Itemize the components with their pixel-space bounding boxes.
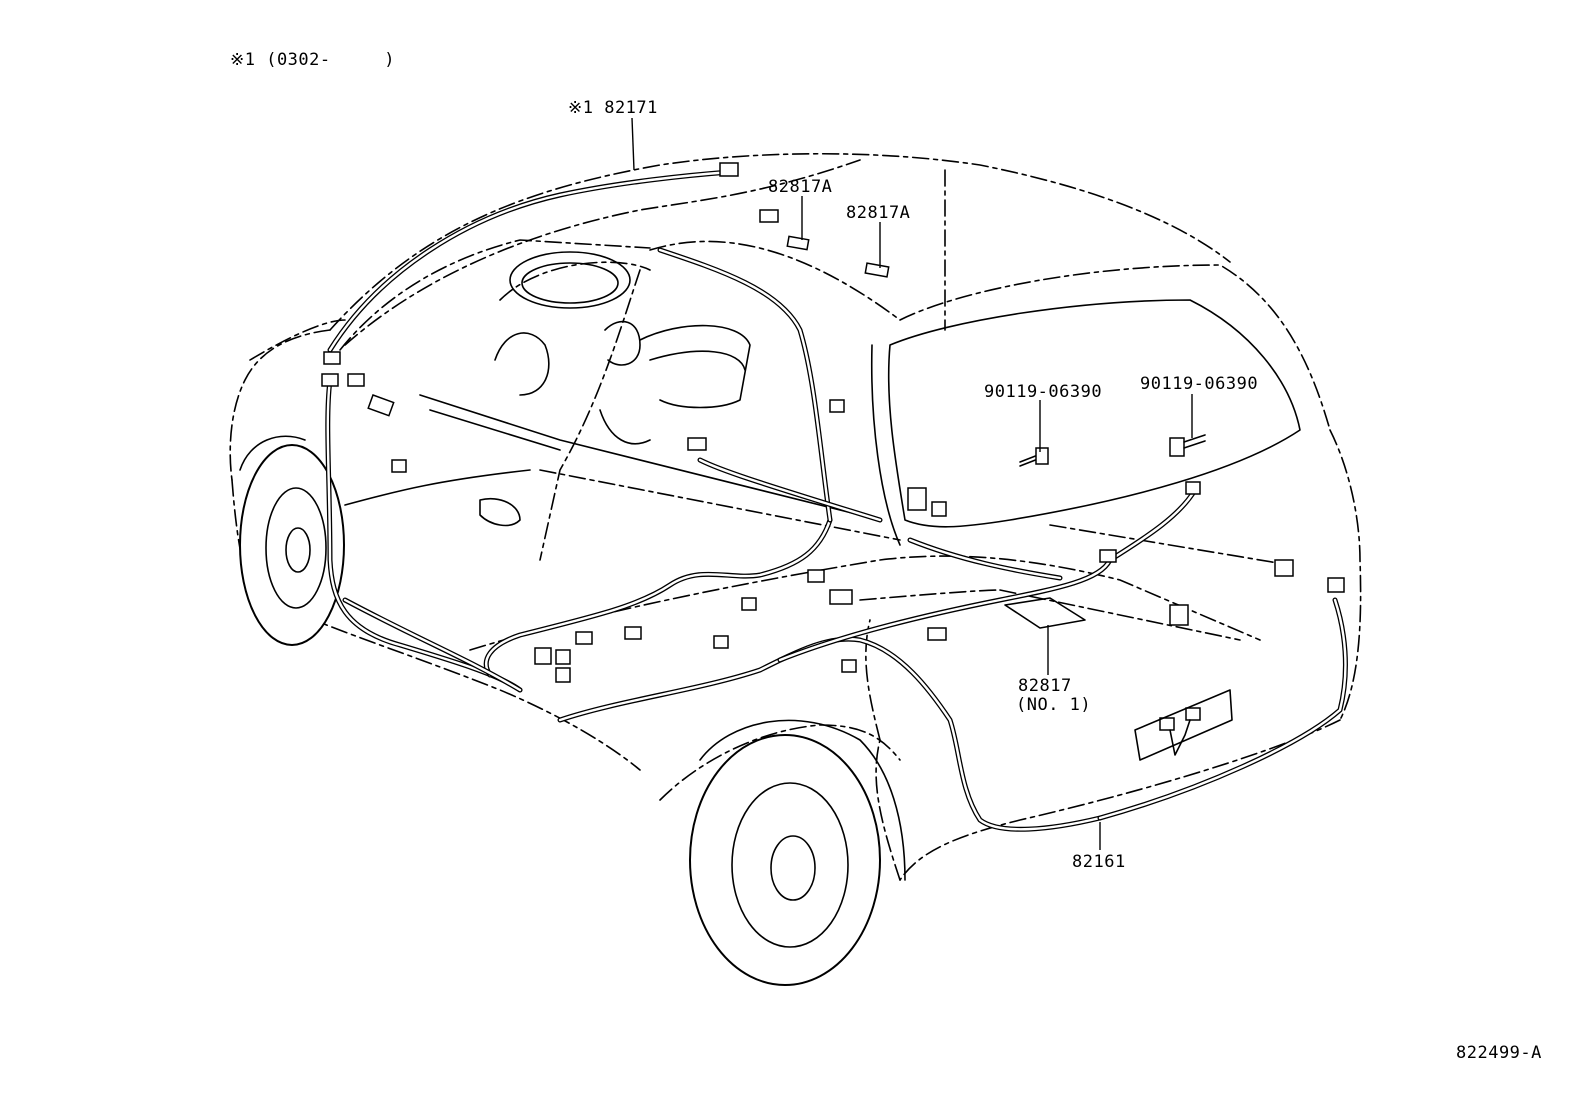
floor-wire-harness bbox=[325, 247, 1348, 832]
callout-clip-no1-part: 82817 bbox=[1018, 676, 1072, 696]
callout-clip-a-1: 82817A bbox=[768, 177, 833, 197]
effective-date-note: ※1 (0302- ) bbox=[230, 50, 396, 70]
clip-no1-pad bbox=[1004, 597, 1086, 629]
callout-clip-no1-qualifier: (NO. 1) bbox=[1016, 695, 1092, 715]
bolt-2-shape bbox=[1169, 434, 1206, 457]
callout-floor-harness: 82161 bbox=[1072, 852, 1126, 872]
license-plate-recess bbox=[1134, 689, 1233, 761]
front-wheel bbox=[239, 435, 345, 646]
callout-roof-harness: ※1 82171 bbox=[568, 98, 658, 118]
connectors bbox=[321, 209, 1345, 756]
leader-lines bbox=[631, 117, 1193, 850]
rear-wheel bbox=[689, 719, 906, 986]
callout-bolt-2: 90119-06390 bbox=[1140, 374, 1259, 394]
interior-outline bbox=[344, 251, 881, 527]
callout-clip-a-2: 82817A bbox=[846, 203, 911, 223]
bolt-parts bbox=[1019, 434, 1206, 467]
callout-bolt-1: 90119-06390 bbox=[984, 382, 1103, 402]
clip-82817a-parts bbox=[786, 235, 890, 278]
figure-id: 822499-A bbox=[1456, 1043, 1542, 1063]
roof-wire-harness bbox=[327, 162, 739, 353]
bolt-1-shape bbox=[1019, 447, 1049, 467]
